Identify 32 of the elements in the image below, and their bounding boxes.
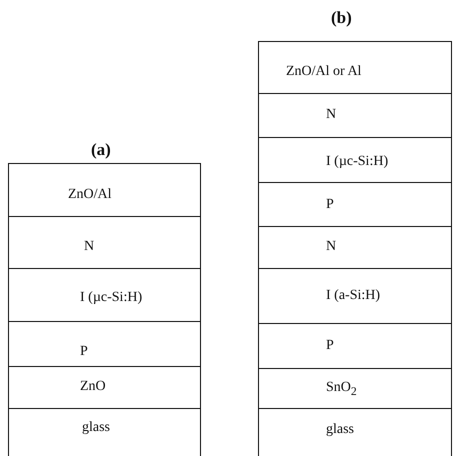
layer-box <box>258 323 452 369</box>
layer-box <box>258 93 452 138</box>
layer-box <box>258 41 452 94</box>
layer-box <box>8 216 201 269</box>
layer-label: glass <box>326 421 354 439</box>
layer-label: N <box>326 106 336 124</box>
layer-box <box>8 163 201 217</box>
layer-label: ZnO/Al <box>68 186 112 204</box>
layer-box <box>258 368 452 409</box>
panel-label: (b) <box>331 8 352 28</box>
layer-label: I (µc-Si:H) <box>80 289 142 307</box>
layer-box <box>258 182 452 227</box>
layer-label: ZnO/Al or Al <box>286 63 362 81</box>
layer-label: P <box>326 196 334 214</box>
layer-box <box>8 366 201 409</box>
layer-label: P <box>80 343 88 361</box>
layer-label: ZnO <box>80 378 106 396</box>
layer-box <box>8 268 201 322</box>
panel-label: (a) <box>91 140 111 160</box>
layer-label: SnO$_{2}$ <box>326 379 357 400</box>
layer-box <box>258 408 452 456</box>
layer-label: I (a-Si:H) <box>326 287 380 305</box>
layer-label: N <box>326 238 336 256</box>
layer-label: N <box>84 238 94 256</box>
layer-box <box>258 137 452 183</box>
layer-box <box>8 321 201 367</box>
layer-box <box>258 226 452 269</box>
layer-label: P <box>326 337 334 355</box>
layer-box <box>8 408 201 456</box>
layer-box <box>258 268 452 324</box>
layer-label: glass <box>82 419 110 437</box>
layer-label: I (µc-Si:H) <box>326 153 388 171</box>
